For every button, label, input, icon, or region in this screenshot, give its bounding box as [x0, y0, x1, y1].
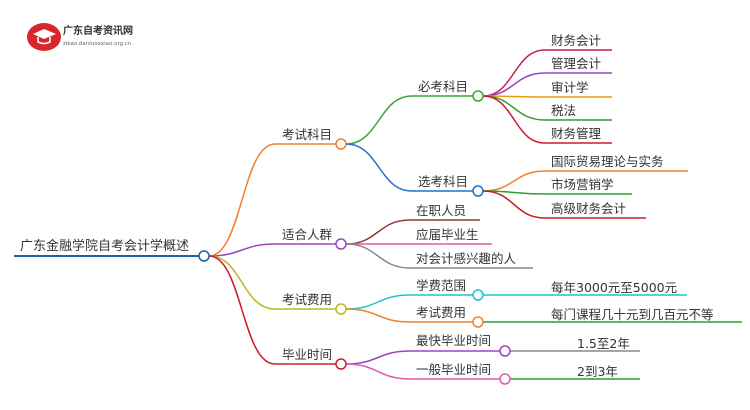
root-node[interactable]: 广东金融学院自考会计学概述	[14, 238, 204, 257]
leaf-link	[482, 95, 546, 144]
root-node-circle[interactable]	[198, 250, 210, 262]
leaf-link	[482, 170, 546, 192]
leaf-label-financial-accounting: 财务会计	[551, 33, 601, 48]
leaf-label-international-trade: 国际贸易理论与实务	[551, 154, 664, 169]
leaf-link	[482, 72, 546, 97]
branch-node-circle[interactable]	[335, 303, 347, 315]
leaf-label-interested: 对会计感兴趣的人	[416, 251, 517, 266]
leaf-label-auditing: 审计学	[551, 80, 589, 95]
subtopic-node-circle[interactable]	[499, 373, 511, 385]
subtopic-label-typical: 一般毕业时间	[416, 362, 491, 377]
leaf-label-typical-duration: 2到3年	[577, 364, 618, 379]
logo-title: 广东自考资讯网	[63, 24, 133, 37]
topic-label-graduation-time: 毕业时间	[282, 347, 332, 362]
subtopic-link	[345, 95, 413, 145]
leaf-label-marketing: 市场营销学	[551, 177, 614, 192]
subtopic-link	[345, 294, 411, 310]
leaf-label-financial-management: 财务管理	[551, 126, 602, 141]
subtopic-node-circle[interactable]	[472, 90, 484, 102]
graduation-cap-icon	[33, 29, 56, 39]
leaf-link	[482, 190, 546, 219]
topic-label-target-audience: 适合人群	[282, 227, 333, 242]
branch-link	[208, 255, 276, 365]
topic-nodes	[198, 90, 511, 385]
label-underlines	[275, 49, 742, 380]
root-label: 广东金融学院自考会计学概述	[20, 238, 189, 254]
leaf-link	[482, 49, 546, 97]
subtopic-label-fastest: 最快毕业时间	[416, 333, 491, 348]
subtopic-label-required: 必考科目	[418, 79, 468, 94]
subtopic-node-circle[interactable]	[499, 345, 511, 357]
leaf-label-tax-law: 税法	[551, 103, 576, 118]
topic-label-exam-subjects: 考试科目	[282, 127, 332, 142]
subtopic-label-tuition-range: 学费范围	[416, 278, 466, 293]
leaf-link	[345, 243, 411, 269]
connector-links	[208, 49, 546, 380]
leaf-label-tuition-amount: 每年3000元至5000元	[551, 280, 677, 295]
branch-link	[208, 255, 276, 310]
leaf-label-graduates: 应届毕业生	[416, 227, 479, 242]
subtopic-link	[345, 363, 411, 380]
leaf-label-fee-amount: 每门课程几十元到几百元不等	[551, 307, 714, 322]
site-logo[interactable]: 广东自考资讯网 zikao.danluoexiao.org.cn	[27, 23, 133, 51]
branch-link	[208, 243, 276, 257]
branch-node-circle[interactable]	[335, 138, 347, 150]
branch-node-circle[interactable]	[335, 238, 347, 250]
leaf-label-employed: 在职人员	[416, 203, 466, 218]
subtopic-node-circle[interactable]	[472, 289, 484, 301]
leaf-link	[345, 219, 411, 245]
subtopic-link	[345, 143, 413, 192]
leaf-label-management-accounting: 管理会计	[551, 56, 601, 71]
leaf-label-advanced-accounting: 高级财务会计	[551, 201, 626, 216]
branch-link	[208, 143, 276, 257]
branch-node-circle[interactable]	[335, 358, 347, 370]
subtopic-label-exam-fee: 考试费用	[416, 305, 466, 320]
subtopic-node-circle[interactable]	[472, 316, 484, 328]
topic-label-exam-fees: 考试费用	[282, 292, 332, 307]
leaf-label-fastest-duration: 1.5至2年	[577, 336, 630, 351]
leaf-link	[482, 95, 546, 121]
subtopic-link	[345, 308, 411, 323]
subtopic-label-elective: 选考科目	[418, 174, 468, 189]
subtopic-node-circle[interactable]	[472, 185, 484, 197]
subtopic-link	[345, 350, 411, 365]
logo-subtitle: zikao.danluoexiao.org.cn	[63, 41, 132, 47]
